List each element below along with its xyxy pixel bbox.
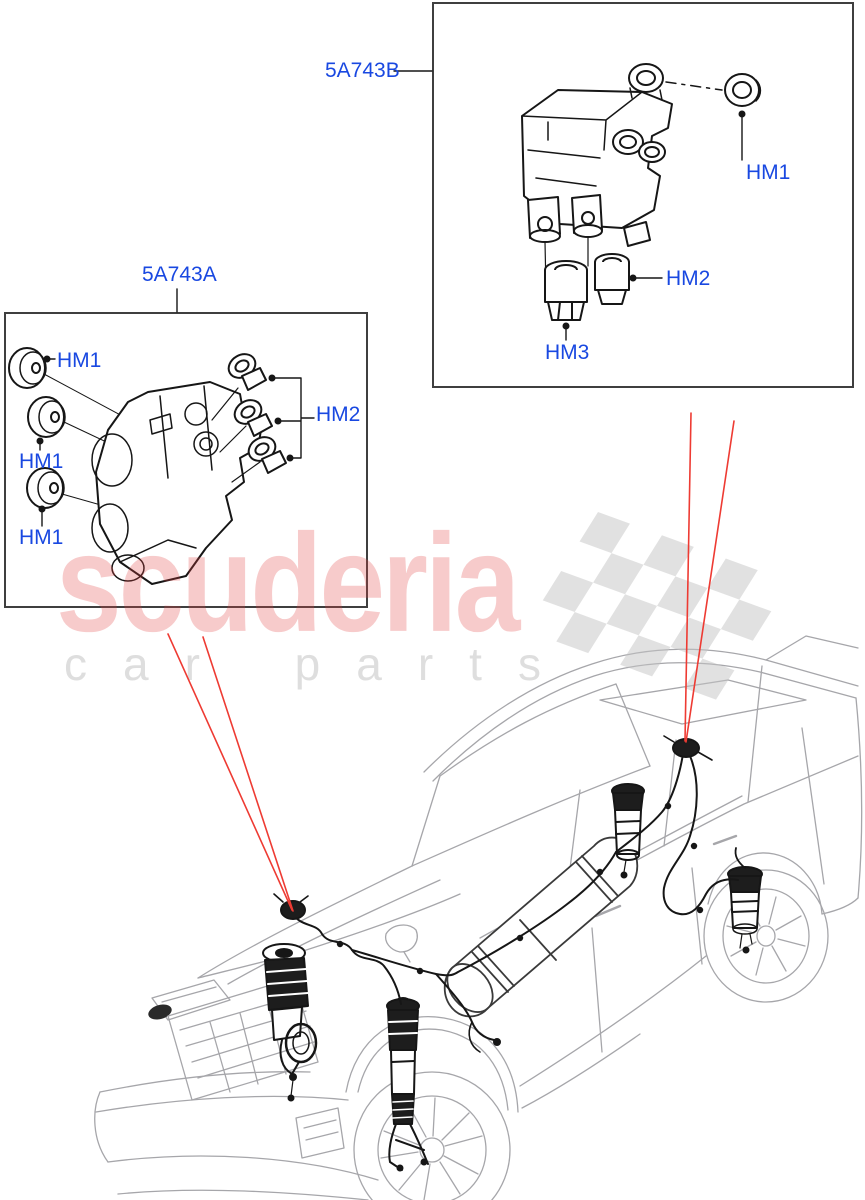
valve-block-b-drawing: [521, 63, 762, 321]
air-suspension-system: [262, 735, 763, 1172]
washer-parts-hm1: [8, 347, 66, 509]
brand-badge-icon: [148, 1004, 172, 1020]
callout-label-hm1-panel-b[interactable]: HM1: [746, 161, 791, 184]
part-label-5a743b[interactable]: 5A743B: [325, 59, 400, 82]
watermark-brand: scuderia: [56, 505, 520, 662]
cap-part-hm1: [724, 73, 762, 107]
fitting-parts-hm2: [227, 353, 287, 474]
valve-block-a-drawing: [8, 347, 287, 585]
front-valve-node: [273, 893, 309, 920]
part-label-5a743a[interactable]: 5A743A: [142, 263, 217, 286]
air-line-harness: [291, 747, 739, 1053]
callout-label-hm1-2-panel-a[interactable]: HM1: [19, 450, 64, 473]
callout-label-hm1-3-panel-a[interactable]: HM1: [19, 526, 64, 549]
watermark-tagline: car parts: [64, 638, 577, 690]
callout-label-hm2-panel-a[interactable]: HM2: [316, 403, 361, 426]
front-left-air-strut: [386, 997, 429, 1172]
callout-leader-lines: [36, 70, 746, 527]
callout-label-hm2-panel-b[interactable]: HM2: [666, 267, 711, 290]
rear-air-spring-inner: [611, 783, 645, 879]
rear-left-air-spring: [727, 847, 763, 954]
callout-label-hm1-1-panel-a[interactable]: HM1: [57, 349, 102, 372]
rear-valve-node: [663, 735, 713, 761]
callout-label-hm3-panel-b[interactable]: HM3: [545, 341, 590, 364]
front-wheel-spokes: [380, 1097, 483, 1200]
front-right-air-strut: [262, 943, 318, 1102]
